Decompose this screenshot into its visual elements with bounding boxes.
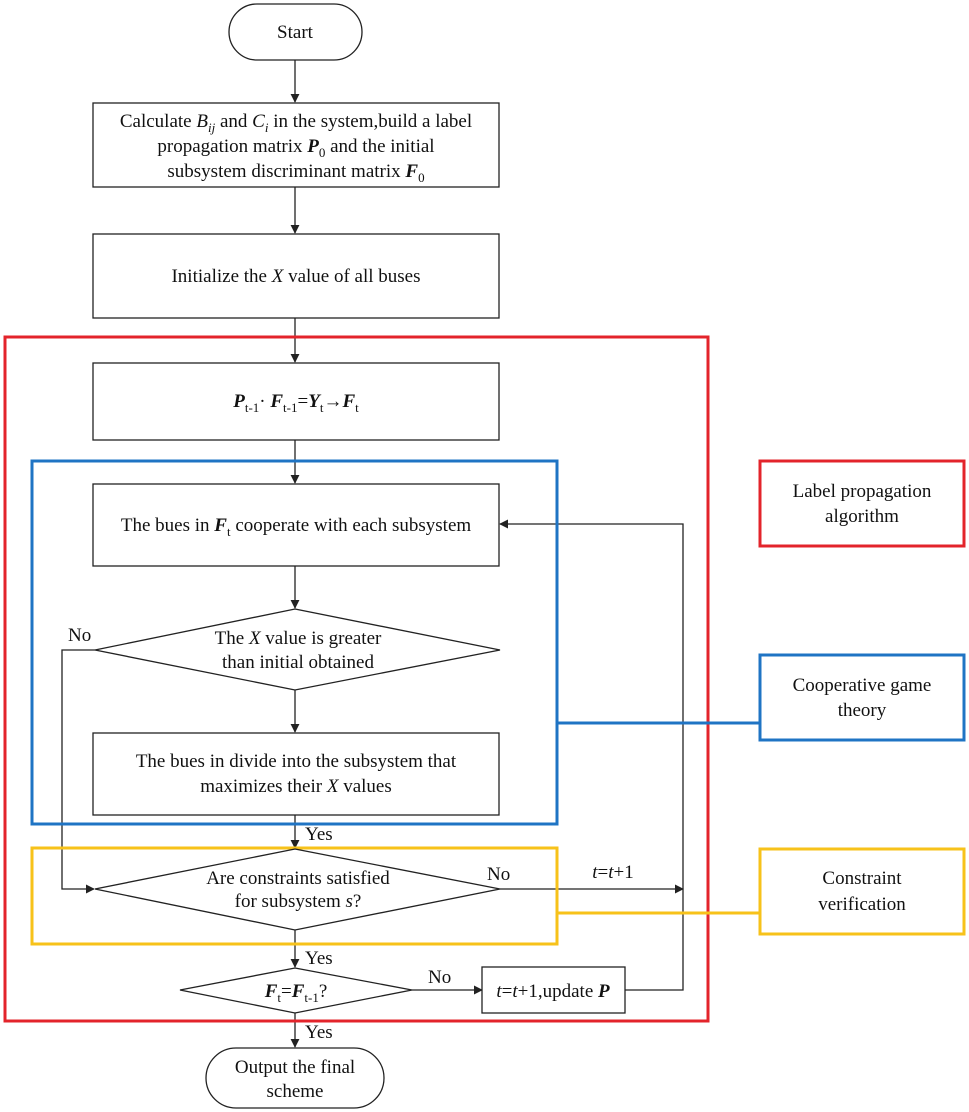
start-node — [228, 3, 363, 61]
constraints-line-1: Are constraints satisfied — [206, 868, 390, 889]
connectors — [61, 60, 684, 1048]
propagate-label: Pt-1· Ft-1=Yt→Ft — [232, 391, 359, 415]
propagate-node — [92, 362, 500, 441]
edge-label-iteration: t=t+1 — [592, 862, 634, 883]
cooperative-game-frame — [30, 459, 559, 826]
calculate-node — [92, 102, 500, 188]
cooperate-label: The bues in Ft cooperate with each subsy… — [121, 515, 472, 539]
edge-compare-no — [61, 649, 95, 894]
edge-feedback-loop — [499, 519, 684, 991]
output-node — [205, 1047, 385, 1109]
calculate-line-2: propagation matrix P0 and the initial — [157, 136, 434, 160]
legend-label-propagation-line-1: Label propagation — [793, 481, 932, 502]
converge-label: Ft=Ft-1? — [264, 981, 328, 1005]
legend-label-propagation — [758, 459, 966, 548]
output-line-1: Output the final — [235, 1057, 355, 1078]
converge-decision — [179, 967, 413, 1014]
label-propagation-frame — [3, 335, 710, 1023]
start-label: Start — [277, 22, 314, 43]
edge-label-constraints-no: No — [487, 864, 510, 885]
legend-constraint-verification-line-2: verification — [818, 894, 906, 915]
compare-line-2: than initial obtained — [222, 652, 374, 673]
update-node — [481, 966, 626, 1014]
initialize-node — [92, 233, 500, 319]
cooperate-node — [92, 483, 500, 567]
edge-label-converge-yes: Yes — [305, 1022, 333, 1043]
legend-constraint-verification — [758, 847, 966, 936]
legend-cooperative-game-line-2: theory — [838, 700, 887, 721]
edge-label-compare-no: No — [68, 625, 91, 646]
legend-cooperative-game — [758, 653, 966, 742]
divide-line-1: The bues in divide into the subsystem th… — [136, 751, 457, 772]
divide-node — [92, 732, 500, 816]
constraints-decision — [94, 848, 501, 931]
edge-label-divide-yes: Yes — [305, 824, 333, 845]
legend-cooperative-game-line-1: Cooperative game — [793, 675, 932, 696]
output-line-2: scheme — [267, 1081, 324, 1102]
edge-label-converge-no: No — [428, 967, 451, 988]
divide-line-2: maximizes their X values — [200, 776, 392, 797]
legend-constraint-verification-line-1: Constraint — [822, 868, 902, 889]
legend-label-propagation-line-2: algorithm — [825, 506, 899, 527]
compare-line-1: The X value is greater — [215, 628, 382, 649]
compare-decision — [94, 608, 501, 691]
update-label: t=t+1,update P — [496, 981, 610, 1002]
calculate-line-3: subsystem discriminant matrix F0 — [167, 161, 424, 185]
calculate-line-1: Calculate Bij and Ci in the system,build… — [120, 111, 472, 135]
edge-label-constraints-yes: Yes — [305, 948, 333, 969]
constraints-line-2: for subsystem s? — [235, 891, 362, 912]
constraint-verification-frame — [30, 846, 559, 946]
initialize-label: Initialize the X value of all buses — [171, 266, 420, 287]
